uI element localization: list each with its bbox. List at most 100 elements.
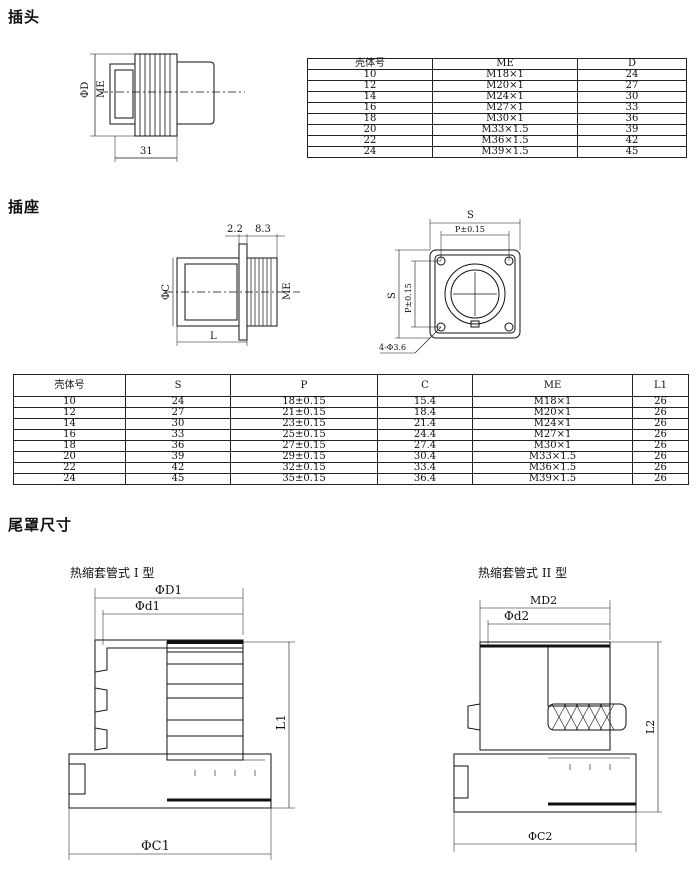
cell: 24 (13, 473, 126, 485)
cell: 27 (577, 80, 687, 92)
socket-phi-c-label: ΦC (161, 284, 172, 300)
plug-me-label: ME (96, 80, 107, 98)
cell: 26 (632, 396, 689, 408)
socket-p-top: P±0.15 (455, 225, 485, 234)
cell: M36×1.5 (472, 462, 633, 474)
tail-type1-caption: 热缩套管式 I 型 (70, 566, 155, 580)
cell: M39×1.5 (432, 146, 578, 158)
cell: 14 (13, 418, 126, 430)
cell: 33 (577, 102, 687, 114)
cell: 21±0.15 (230, 407, 378, 419)
cell: 16 (13, 429, 126, 441)
cell: M20×1 (472, 407, 633, 419)
cell: 10 (307, 69, 433, 81)
plug-col-d: D (577, 58, 687, 70)
cell: 26 (632, 440, 689, 452)
cell: 20 (13, 451, 126, 463)
cell: 26 (632, 429, 689, 441)
socket-me-label: ME (282, 282, 293, 300)
cell: 20 (307, 124, 433, 136)
cell: 36 (125, 440, 231, 452)
cell: 39 (577, 124, 687, 136)
cell: 22 (307, 135, 433, 147)
cell: 18±0.15 (230, 396, 378, 408)
cell: 26 (632, 462, 689, 474)
cell: 24 (307, 146, 433, 158)
plug-col-me: ME (432, 58, 578, 70)
plug-col-shell: 壳体号 (307, 58, 433, 70)
tail2-l2-label: L2 (644, 720, 657, 734)
plug-length-label: 31 (140, 146, 153, 157)
cell: 12 (307, 80, 433, 92)
cell: 35±0.15 (230, 473, 378, 485)
tail-type2-caption: 热缩套管式 II 型 (478, 566, 568, 580)
tail2-dd2-label: Φd2 (504, 609, 529, 623)
cell: 25±0.15 (230, 429, 378, 441)
tail-type2-drawing: MD2 Φd2 L2 ΦC2 (453, 594, 662, 852)
cell: 18.4 (377, 407, 473, 419)
cell: 24.4 (377, 429, 473, 441)
socket-l-label: L (210, 331, 217, 342)
cell: M18×1 (472, 396, 633, 408)
cell: M20×1 (432, 80, 578, 92)
cell: 21.4 (377, 418, 473, 430)
cell: 27.4 (377, 440, 473, 452)
cell: 14 (307, 91, 433, 103)
cell: 32±0.15 (230, 462, 378, 474)
cell: 42 (125, 462, 231, 474)
tail2-md2-label: MD2 (530, 594, 557, 607)
plug-phi-d-label: ΦD (80, 82, 91, 98)
cell: 30.4 (377, 451, 473, 463)
cell: 33.4 (377, 462, 473, 474)
tail1-l1-label: L1 (274, 714, 288, 730)
section-title-tail: 尾罩尺寸 (8, 516, 73, 534)
cell: 30 (125, 418, 231, 430)
socket-front-drawing: S P±0.15 S P±0.15 4-Φ3.6 (379, 210, 521, 354)
socket-holes-label: 4-Φ3.6 (379, 343, 406, 352)
plug-drawing: ΦD ME 31 (80, 53, 245, 162)
cell: M39×1.5 (472, 473, 633, 485)
socket-table-header: 壳体号 S P C ME L1 (13, 374, 689, 397)
cell: 36.4 (377, 473, 473, 485)
cell: 18 (13, 440, 126, 452)
tail1-d1-label: ΦD1 (155, 583, 182, 597)
cell: 10 (13, 396, 126, 408)
cell: 23±0.15 (230, 418, 378, 430)
cell: M24×1 (472, 418, 633, 430)
cell: 27 (125, 407, 231, 419)
cell: 30 (577, 91, 687, 103)
cell: 36 (577, 113, 687, 125)
section-title-socket: 插座 (8, 198, 41, 216)
cell: 39 (125, 451, 231, 463)
socket-col-p: P (230, 374, 378, 397)
tail2-c2-label: ΦC2 (528, 830, 552, 843)
cell: 45 (125, 473, 231, 485)
socket-side-drawing: 2.2 8.3 ΦC ME L (161, 224, 300, 346)
socket-s-top: S (467, 210, 474, 221)
socket-col-l1: L1 (632, 374, 689, 397)
socket-dim-a: 2.2 (227, 224, 243, 235)
cell: M18×1 (432, 69, 578, 81)
cell: M24×1 (432, 91, 578, 103)
tail1-dd1-label: Φd1 (135, 599, 160, 613)
cell: 22 (13, 462, 126, 474)
cell: M36×1.5 (432, 135, 578, 147)
cell: 26 (632, 451, 689, 463)
cell: 18 (307, 113, 433, 125)
cell: M33×1.5 (472, 451, 633, 463)
socket-col-c: C (377, 374, 473, 397)
